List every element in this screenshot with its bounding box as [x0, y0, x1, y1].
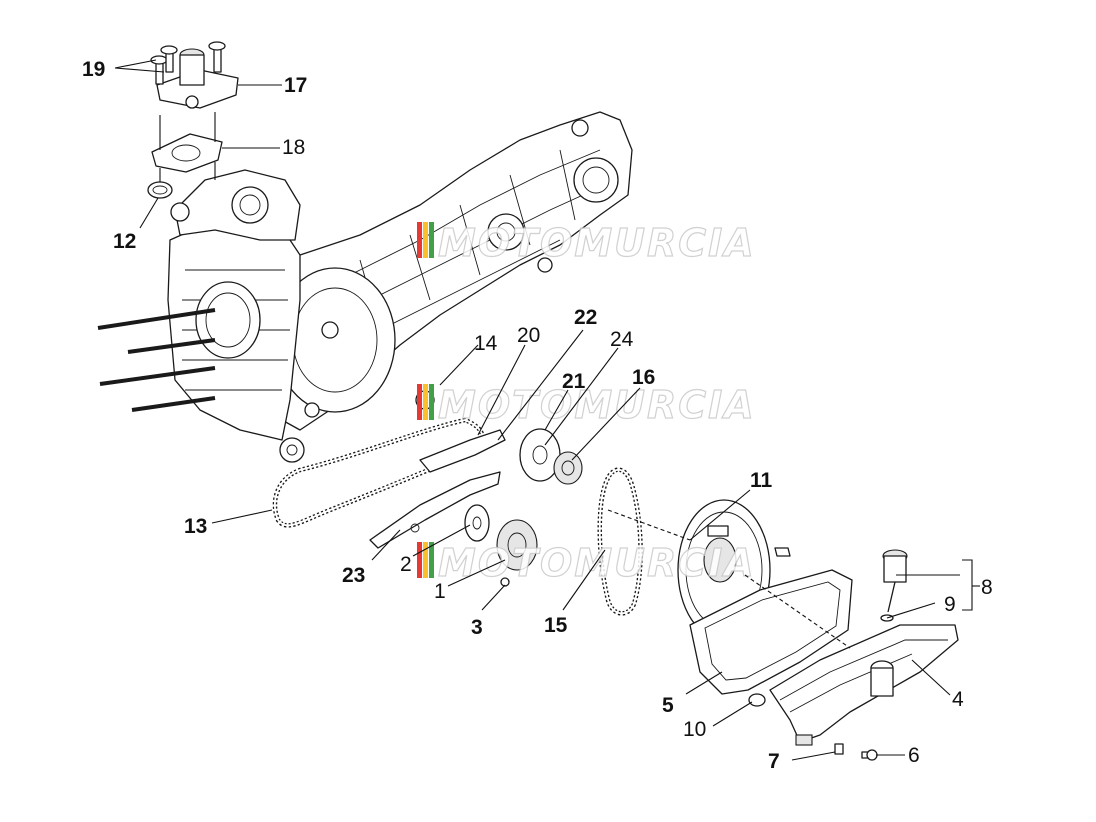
watermark-text: MOTOMURCIA	[438, 541, 756, 585]
watermark-text: MOTOMURCIA	[438, 221, 756, 265]
callout-1: 1	[434, 580, 446, 603]
callout-17: 17	[284, 74, 307, 97]
watermark-bottom: MOTOMURCIA	[417, 540, 756, 586]
chain-guides	[369, 429, 506, 549]
watermark-stripe	[429, 384, 434, 420]
callout-8: 8	[981, 576, 993, 599]
callout-11: 11	[750, 469, 773, 492]
watermark-stripe	[423, 542, 428, 578]
leader-lines	[114, 59, 980, 761]
watermark-top: MOTOMURCIA	[417, 220, 756, 266]
callout-12: 12	[113, 230, 136, 253]
watermark-text: MOTOMURCIA	[438, 383, 756, 427]
callout-5: 5	[662, 694, 674, 717]
oil-pump-chain	[597, 467, 643, 616]
callout-22: 22	[574, 306, 597, 329]
callout-18: 18	[282, 136, 305, 159]
callout-19: 19	[82, 58, 105, 81]
watermark-stripe	[417, 384, 422, 420]
oil-sump-gasket	[689, 569, 853, 695]
oil-sump	[748, 549, 959, 761]
watermark-stripe	[429, 542, 434, 578]
watermark-middle: MOTOMURCIA	[417, 382, 756, 428]
watermark-stripe	[429, 222, 434, 258]
oil-pump-gear-group	[464, 504, 538, 587]
watermark-stripe	[423, 222, 428, 258]
callout-9: 9	[944, 593, 956, 616]
cover-assembly	[147, 41, 239, 199]
callout-6: 6	[908, 744, 920, 767]
callout-14: 14	[474, 332, 498, 355]
timing-chain	[272, 417, 485, 528]
callout-10: 10	[683, 718, 706, 741]
callout-4: 4	[952, 688, 964, 711]
camshaft-sprocket-group	[519, 428, 583, 485]
callout-13: 13	[184, 515, 207, 538]
watermark-stripe	[423, 384, 428, 420]
callout-16: 16	[632, 366, 655, 389]
callout-labels: 19 17 18 12 14 20 22 24 21 16 11 13 23 2…	[82, 58, 993, 773]
callout-3: 3	[471, 616, 483, 639]
callout-7: 7	[768, 750, 780, 773]
watermark-stripe	[417, 542, 422, 578]
watermark-stripe	[417, 222, 422, 258]
callout-23: 23	[342, 564, 365, 587]
callout-2: 2	[400, 553, 412, 576]
crankcase	[97, 111, 633, 463]
callout-15: 15	[544, 614, 568, 637]
callout-21: 21	[562, 370, 586, 393]
callout-20: 20	[517, 324, 540, 347]
callout-24: 24	[610, 328, 634, 351]
